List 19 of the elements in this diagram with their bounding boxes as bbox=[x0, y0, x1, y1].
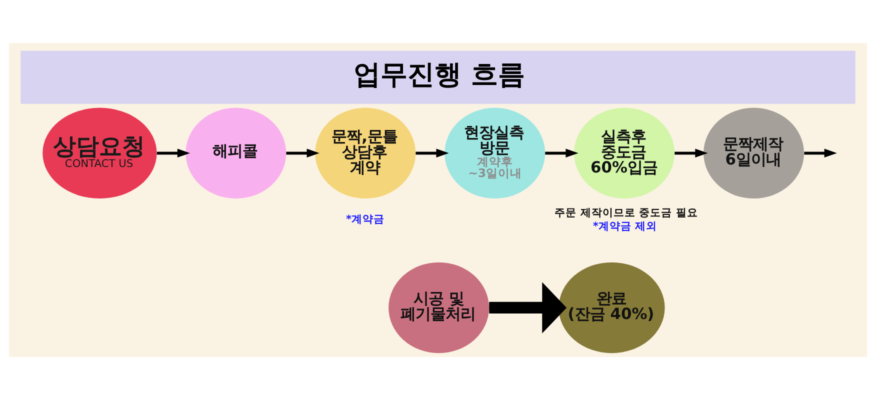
node-circle: 시공 및 폐기물처리 bbox=[388, 262, 490, 354]
node-circle: 문짝제작 6일이내 bbox=[704, 108, 804, 199]
node-ellipse: 상담요청 CONTACT US bbox=[42, 108, 157, 199]
arrow bbox=[416, 148, 449, 158]
arrow bbox=[156, 148, 190, 158]
node-circle: 실측후 중도금 60%입금 bbox=[574, 108, 675, 199]
node-circle: 해피콜 bbox=[186, 108, 286, 199]
arrow bbox=[804, 148, 837, 158]
arrow bbox=[489, 282, 567, 334]
node-circle: 현장실측 방문 계약후 ~3일이내 bbox=[444, 108, 546, 199]
node-label: 주문 제작이므로 중도금 필요 bbox=[554, 206, 698, 219]
arrow bbox=[545, 148, 578, 158]
node-ellipse: 완료 (잔금 40%) bbox=[558, 262, 665, 354]
diagram-title: 업무진행 흐름 bbox=[353, 59, 525, 90]
node-label: *계약금 제외 bbox=[592, 219, 658, 232]
arrow bbox=[674, 148, 708, 158]
node-label: *계약금 bbox=[346, 212, 385, 226]
arrow bbox=[286, 148, 320, 158]
node-circle: 문짝,문틀 상담후 계약 bbox=[315, 108, 416, 199]
